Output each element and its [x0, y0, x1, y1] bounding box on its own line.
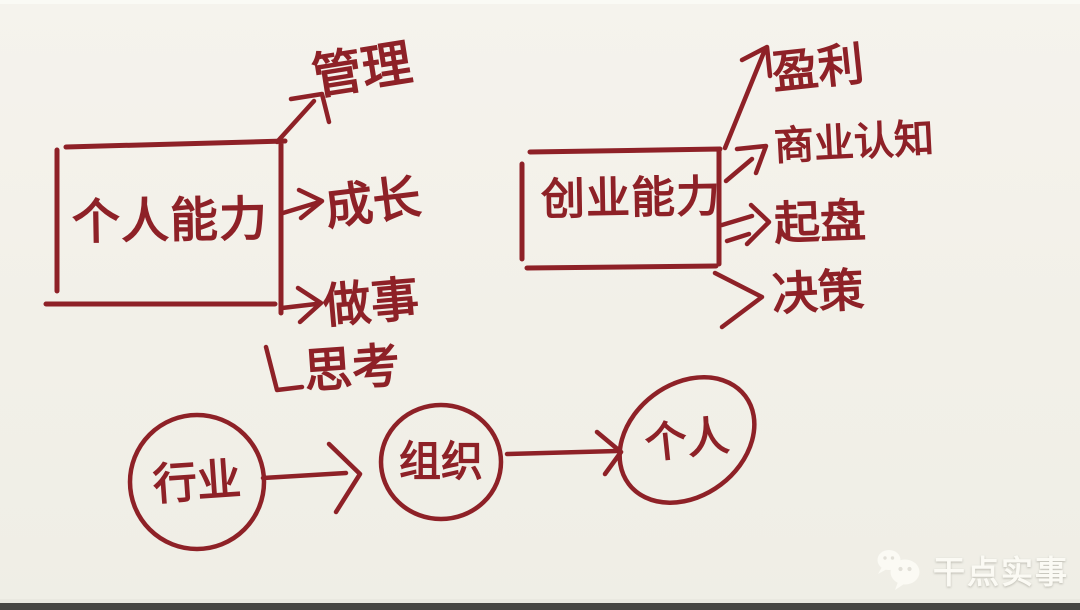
doing-things-label: 做事: [320, 270, 422, 336]
watermark: 干点实事: [874, 547, 1069, 593]
watermark-text: 干点实事: [933, 553, 1070, 591]
arrow-business-knowledge: [723, 143, 769, 184]
personal-ability-box: [43, 138, 288, 316]
industry-circle: [127, 412, 267, 552]
arrow-decision: [712, 270, 765, 330]
flow-arrow-industry-organization: [260, 441, 363, 515]
business-knowledge-label: 商业认知: [772, 115, 936, 171]
arrow-doing: [279, 285, 324, 325]
photo-edge-bottom-light: [0, 599, 1080, 603]
arrow-launch: [719, 202, 772, 247]
wechat-icon: [877, 550, 920, 590]
thinking-label: 思考: [302, 337, 402, 401]
person-label: 个人: [642, 410, 732, 469]
profit-label: 盈利: [769, 36, 867, 100]
growth-label: 成长: [321, 169, 425, 237]
arrow-management: [274, 91, 332, 145]
flow-arrow-organization-person: [504, 429, 624, 477]
organization-circle: [378, 402, 504, 522]
personal-ability-label: 个人能力: [71, 191, 269, 251]
person-ellipse: [617, 375, 757, 505]
arrow-thinking: [263, 344, 305, 393]
organization-label: 组织: [398, 437, 483, 486]
launch-label: 起盘: [773, 193, 867, 251]
startup-ability-label: 创业能力: [540, 171, 722, 226]
industry-label: 行业: [151, 453, 243, 512]
arrow-profit: [722, 44, 773, 151]
arrow-growth: [280, 187, 325, 221]
decision-label: 决策: [770, 262, 866, 322]
photo-edge-top: [0, 0, 1080, 4]
photo-edge-bottom-dark: [0, 603, 1080, 610]
startup-ability-box: [519, 146, 723, 271]
